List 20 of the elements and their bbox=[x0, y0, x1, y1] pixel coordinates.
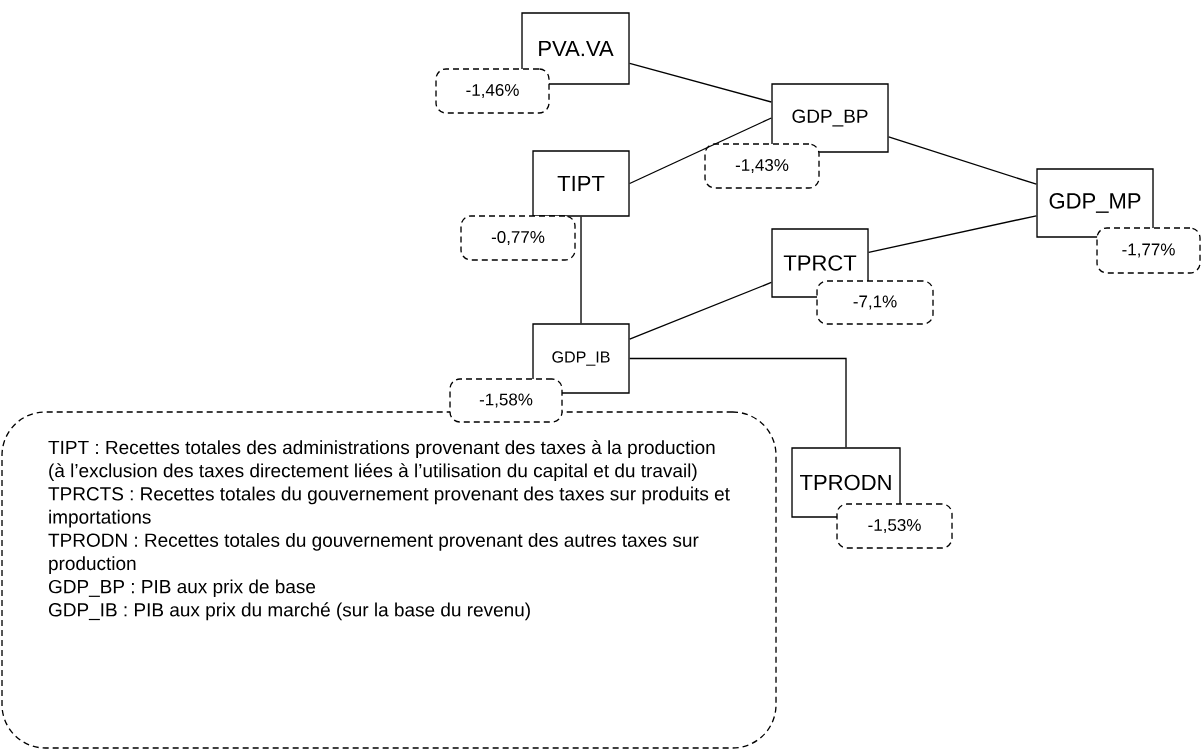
connector-line bbox=[629, 357, 847, 448]
connector-line bbox=[888, 136, 1037, 185]
percentage-box: -1,43% bbox=[704, 143, 820, 189]
percentage-box: -7,1% bbox=[816, 280, 934, 325]
percentage-box: -1,53% bbox=[836, 503, 953, 549]
variable-box: GDP_IB bbox=[532, 323, 630, 394]
connector-line bbox=[629, 281, 772, 340]
notes-box: TIPT : Recettes totales des administrations provenant des taxes à la production (à l’exclusion des taxes directement liées à l’utilisation du capital et du travail) TPRCTS : Recettes totales du gouvernement provenant des taxes sur produits et importations TPRODN : Recettes totales du gouvernement provenant des autres taxes sur production GDP_BP : PIB aux prix de base GDP_IB : PIB aux prix du marché (sur la base du revenu) bbox=[1, 411, 777, 749]
percentage-box: -1,58% bbox=[449, 378, 563, 423]
variable-box: PVA.VA bbox=[521, 12, 630, 85]
variable-box: GDP_BP bbox=[771, 83, 889, 153]
variable-box: TIPT bbox=[532, 150, 630, 217]
percentage-box: -1,77% bbox=[1096, 227, 1201, 274]
connector-line bbox=[629, 117, 772, 185]
percentage-box: -0,77% bbox=[460, 215, 576, 261]
percentage-box: -1,46% bbox=[435, 68, 550, 114]
connector-line bbox=[868, 215, 1037, 254]
connector-line bbox=[629, 62, 772, 103]
connector-line bbox=[580, 216, 582, 324]
variable-box: GDP_MP bbox=[1036, 168, 1154, 238]
